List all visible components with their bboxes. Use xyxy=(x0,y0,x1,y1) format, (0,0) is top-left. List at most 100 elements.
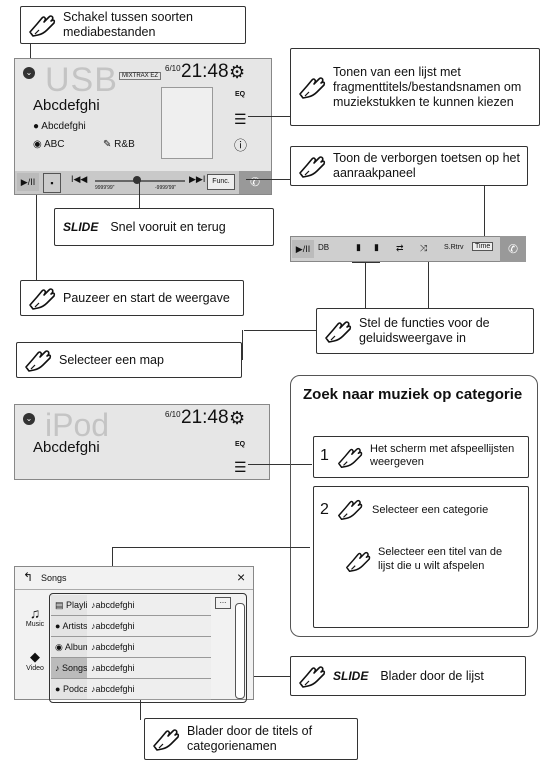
category-label: Songs xyxy=(62,663,87,673)
callout-pause: Pauzeer en start de weergave xyxy=(20,280,244,316)
track-title: Abcdefghi xyxy=(33,439,100,456)
slide-label: SLIDE xyxy=(333,669,369,683)
song-item[interactable]: ♪ abcdefghi xyxy=(87,679,211,699)
more-button[interactable]: ... xyxy=(215,597,231,609)
category-label: Playlists xyxy=(66,600,87,610)
callout-text: Blader door de titels of categorienamen xyxy=(187,724,313,753)
callout-text: Stel de functies voor de geluidsweergave… xyxy=(359,316,490,345)
sidebar-music[interactable]: ♫ Music xyxy=(21,605,49,628)
callout-text: Schakel tussen soorten mediabestanden xyxy=(63,10,193,39)
song-item[interactable]: ♪ abcdefghi xyxy=(87,658,211,678)
mixtrax-badge[interactable]: MIXTRAX EZ xyxy=(119,72,162,80)
artist-line: ● Abcdefghi xyxy=(33,121,86,132)
list-item[interactable]: ● Artists♪ abcdefghi xyxy=(51,616,211,637)
shuffle-icon[interactable]: ⤨ xyxy=(420,243,428,253)
connector-line xyxy=(248,464,312,465)
category-label: Podcasts xyxy=(62,684,87,694)
connector-line xyxy=(352,262,380,263)
genre-line: ✎ R&B xyxy=(103,139,135,150)
song-item[interactable]: ♪ abcdefghi xyxy=(87,616,211,636)
song-icon: ♪ xyxy=(55,663,63,673)
list-item[interactable]: ◉ Albums♪ abcdefghi xyxy=(51,637,211,658)
back-icon[interactable]: ⌄ xyxy=(23,413,35,425)
connector-line xyxy=(428,262,429,308)
play-pause-button[interactable]: ▶/II xyxy=(17,173,39,191)
folder-down-icon[interactable]: ▮ xyxy=(374,242,379,252)
phone-icon[interactable]: ✆ xyxy=(239,171,271,194)
back-arrow-icon[interactable]: ↰ xyxy=(23,570,34,584)
eq-icon[interactable]: EQ xyxy=(235,441,246,448)
play-pause-button[interactable]: ▶/II xyxy=(292,240,314,258)
clock: 21:48 xyxy=(181,407,229,428)
callout-text: Blader door de lijst xyxy=(380,668,484,683)
step2-box: 2 Selecteer een categorie Selecteer een … xyxy=(313,486,529,628)
list-item[interactable]: ● Podcasts♪ abcdefghi xyxy=(51,679,211,700)
info-icon[interactable]: ⓘ xyxy=(234,138,248,153)
category-item[interactable]: ▤ Playlists xyxy=(51,595,87,615)
connector-line xyxy=(365,262,366,330)
connector-line xyxy=(484,186,485,236)
close-icon[interactable]: × xyxy=(237,569,246,585)
genre-icon: ✎ xyxy=(103,139,112,150)
category-label: Artists xyxy=(62,621,87,631)
settings-gear-icon[interactable]: ⚙ xyxy=(229,408,246,428)
repeat-icon[interactable]: ⇄ xyxy=(396,243,404,253)
album-icon: ◉ xyxy=(33,139,42,150)
prev-button[interactable]: I◀◀ xyxy=(71,174,88,184)
category-item[interactable]: ◉ Albums xyxy=(51,637,87,657)
hand-pointer-icon xyxy=(344,547,372,575)
func-button[interactable]: Func. xyxy=(207,174,235,190)
callout-scroll-titles: Blader door de titels of categorienamen xyxy=(144,718,358,760)
srtv-button[interactable]: S.Rtrv xyxy=(444,244,464,251)
callout-text: Toon de verborgen toetsen op het aanraak… xyxy=(333,151,520,180)
time-button[interactable]: Time xyxy=(472,242,494,251)
scrollbar[interactable] xyxy=(235,603,245,699)
callout-hidden-keys: Toon de verborgen toetsen op het aanraak… xyxy=(290,146,528,186)
hand-pointer-icon xyxy=(27,283,57,313)
connector-line xyxy=(139,182,140,208)
music-note-icon: ♪ xyxy=(91,600,96,610)
connector-line xyxy=(112,547,310,548)
song-item[interactable]: ♪ abcdefghi xyxy=(87,637,211,657)
folder-button[interactable]: ▪ xyxy=(43,173,61,193)
connector-line xyxy=(244,330,366,331)
clock: 21:48 xyxy=(181,61,229,82)
step1-number: 1 xyxy=(320,447,329,464)
list-icon[interactable]: ☰ xyxy=(234,459,247,475)
category-item[interactable]: ● Artists xyxy=(51,616,87,636)
usb-screen: ⌄ USB MIXTRAX EZ 6/10 21:48 ⚙ Abcdefghi … xyxy=(14,58,272,195)
list-icon[interactable]: ☰ xyxy=(234,111,247,127)
connector-line xyxy=(254,676,290,677)
slide-label: SLIDE xyxy=(63,220,99,234)
folder-up-icon[interactable]: ▮ xyxy=(356,242,361,252)
connector-line xyxy=(36,195,37,281)
callout-switch-media: Schakel tussen soorten mediabestanden xyxy=(20,6,246,44)
hand-pointer-icon xyxy=(323,316,353,346)
songs-screen: ↰ Songs × ♫ Music ◆ Video ... ▤ Playlist… xyxy=(14,566,254,703)
next-button[interactable]: ▶▶I xyxy=(189,174,206,184)
sidebar-video[interactable]: ◆ Video xyxy=(21,649,49,672)
connector-line xyxy=(112,547,113,569)
step2b-text: Selecteer een titel van de lijst die u w… xyxy=(378,546,503,572)
album-art xyxy=(161,87,213,159)
callout-sound-functions: Stel de functies voor de geluidsweergave… xyxy=(316,308,534,354)
list-item[interactable]: ▤ Playlists♪ abcdefghi xyxy=(51,595,211,616)
seek-knob[interactable] xyxy=(133,176,141,184)
back-icon[interactable]: ⌄ xyxy=(23,67,35,79)
song-item[interactable]: ♪ abcdefghi xyxy=(87,595,211,615)
songs-header-bar xyxy=(15,567,253,590)
artist-icon: ● xyxy=(33,121,40,132)
album-line: ◉ ABC xyxy=(33,139,65,150)
sidebar-video-label: Video xyxy=(26,665,44,672)
db-label[interactable]: DB xyxy=(318,243,330,252)
category-item[interactable]: ● Podcasts xyxy=(51,679,87,699)
album-icon: ◉ xyxy=(55,642,65,652)
eq-icon[interactable]: EQ xyxy=(235,91,246,98)
song-title: abcdefghi xyxy=(95,621,135,631)
category-item[interactable]: ♪ Songs xyxy=(51,658,87,678)
phone-icon[interactable]: ✆ xyxy=(500,236,526,262)
list-item[interactable]: ♪ Songs♪ abcdefghi xyxy=(51,658,211,679)
artist-icon: ● xyxy=(55,621,63,631)
settings-gear-icon[interactable]: ⚙ xyxy=(229,62,246,82)
step1-text: Het scherm met afspeellijsten weergeven xyxy=(370,443,515,468)
